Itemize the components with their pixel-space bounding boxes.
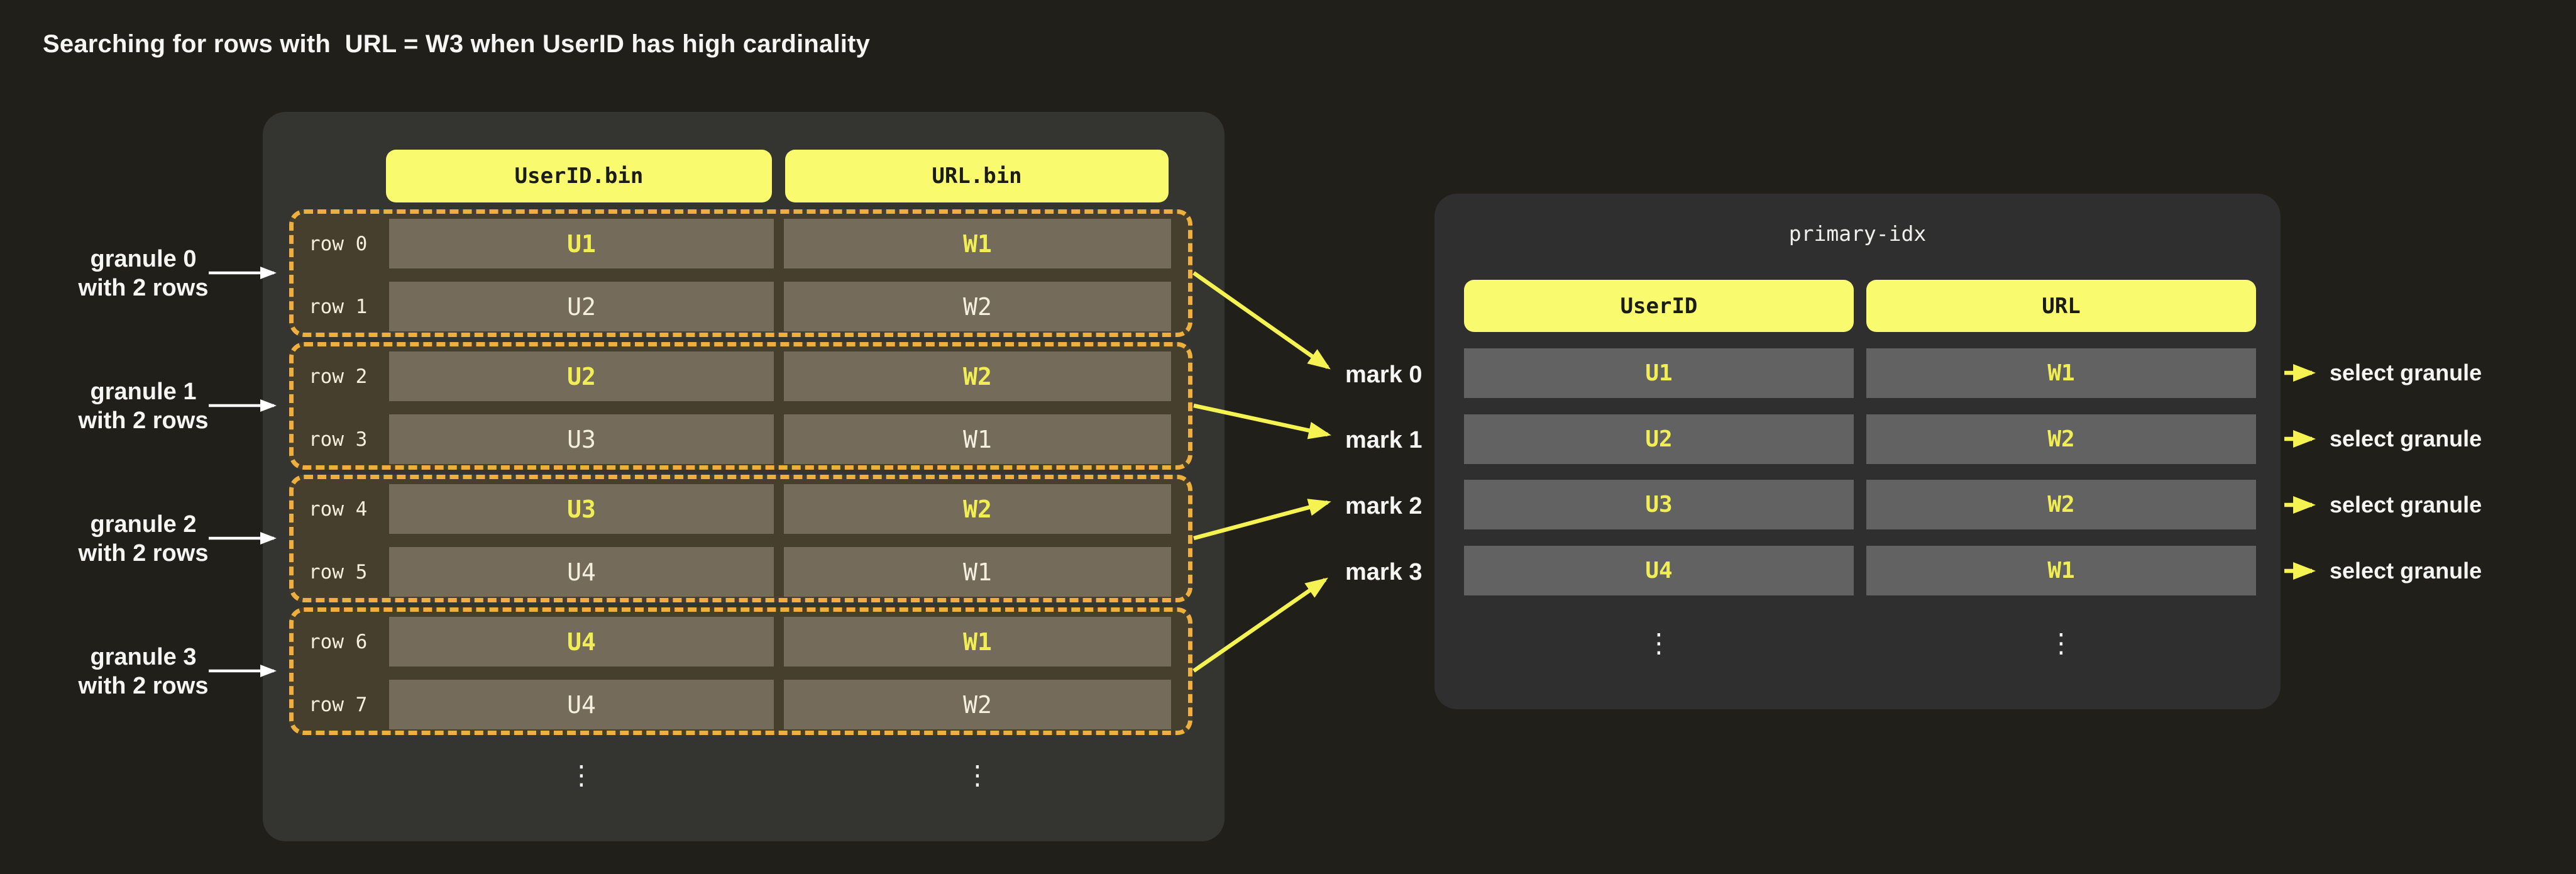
cell-url: W2 <box>784 351 1171 401</box>
column-header-url-label: URL <box>2042 293 2081 319</box>
table-row: row 1 U2 W2 <box>294 282 1188 331</box>
cell-url: W2 <box>784 282 1171 331</box>
cell-userid: U4 <box>389 680 774 729</box>
idx-cell-userid: U3 <box>1464 480 1854 529</box>
table-row: row 2 U2 W2 <box>294 351 1188 401</box>
select-granule-label-3: select granule <box>2330 558 2482 584</box>
cell-userid: U4 <box>389 547 774 597</box>
granule-box-3: row 6 U4 W1 row 7 U4 W2 <box>289 607 1192 735</box>
cell-url: W2 <box>784 484 1171 534</box>
cell-url: W1 <box>784 219 1171 268</box>
row-label: row 5 <box>309 560 368 584</box>
cell-url: W1 <box>784 547 1171 597</box>
cell-userid: U1 <box>389 219 774 268</box>
mark-label-0: mark 0 <box>1345 361 1423 388</box>
cell-userid: U3 <box>389 484 774 534</box>
row-label: row 0 <box>309 232 368 255</box>
select-granule-label-2: select granule <box>2330 492 2482 517</box>
table-row: row 7 U4 W2 <box>294 680 1188 729</box>
idx-url-ellipsis: ⋮ <box>2048 628 2074 658</box>
cell-userid: U4 <box>389 617 774 667</box>
cell-url: W1 <box>784 414 1171 464</box>
granule-label-0: granule 0 with 2 rows <box>78 246 209 301</box>
column-header-userid-label: UserID <box>1620 293 1698 319</box>
page-title: Searching for rows with URL = W3 when Us… <box>43 30 871 58</box>
mark-arrow-1 <box>1193 403 1331 440</box>
column-header-url-bin-label: URL.bin <box>932 163 1022 189</box>
userid-bin-ellipsis: ⋮ <box>568 760 595 790</box>
granule-label-3: granule 3 with 2 rows <box>78 644 209 699</box>
row-label: row 6 <box>309 630 368 653</box>
cell-userid: U2 <box>389 282 774 331</box>
row-label: row 1 <box>309 295 368 318</box>
table-row: row 5 U4 W1 <box>294 547 1188 597</box>
cell-userid: U3 <box>389 414 774 464</box>
column-header-userid-bin: UserID.bin <box>386 150 772 202</box>
idx-cell-url: W1 <box>1866 348 2256 398</box>
table-row: row 6 U4 W1 <box>294 617 1188 667</box>
mark-label-2: mark 2 <box>1345 492 1423 519</box>
idx-cell-url: W2 <box>1866 480 2256 529</box>
mark-arrow-2 <box>1193 499 1331 541</box>
granule-label-1: granule 1 with 2 rows <box>78 379 209 434</box>
column-header-userid: UserID <box>1464 280 1854 332</box>
column-header-url: URL <box>1866 280 2256 332</box>
granule-box-2: row 4 U3 W2 row 5 U4 W1 <box>289 475 1192 602</box>
mark-arrow-3 <box>1192 577 1328 673</box>
cell-userid: U2 <box>389 351 774 401</box>
idx-cell-userid: U1 <box>1464 348 1854 398</box>
column-header-userid-bin-label: UserID.bin <box>514 163 644 189</box>
cell-url: W1 <box>784 617 1171 667</box>
row-label: row 3 <box>309 428 368 451</box>
cell-url: W2 <box>784 680 1171 729</box>
select-granule-label-1: select granule <box>2330 426 2482 451</box>
idx-cell-url: W2 <box>1866 414 2256 464</box>
table-row: row 4 U3 W2 <box>294 484 1188 534</box>
mark-label-3: mark 3 <box>1345 558 1423 585</box>
table-row: row 0 U1 W1 <box>294 219 1188 268</box>
idx-cell-userid: U4 <box>1464 546 1854 595</box>
select-granule-label-0: select granule <box>2330 360 2482 385</box>
table-row: row 3 U3 W1 <box>294 414 1188 464</box>
column-header-url-bin: URL.bin <box>785 150 1169 202</box>
url-bin-ellipsis: ⋮ <box>964 760 991 790</box>
granule-label-2: granule 2 with 2 rows <box>78 511 209 567</box>
row-label: row 4 <box>309 497 368 521</box>
primary-idx-title: primary-idx <box>1788 221 1927 246</box>
mark-label-1: mark 1 <box>1345 426 1423 453</box>
idx-cell-userid: U2 <box>1464 414 1854 464</box>
row-label: row 2 <box>309 365 368 388</box>
idx-userid-ellipsis: ⋮ <box>1646 628 1672 658</box>
granule-box-1: row 2 U2 W2 row 3 U3 W1 <box>289 342 1192 470</box>
row-label: row 7 <box>309 693 368 716</box>
idx-cell-url: W1 <box>1866 546 2256 595</box>
granule-box-0: row 0 U1 W1 row 1 U2 W2 <box>289 209 1192 337</box>
mark-arrow-0 <box>1192 271 1331 370</box>
